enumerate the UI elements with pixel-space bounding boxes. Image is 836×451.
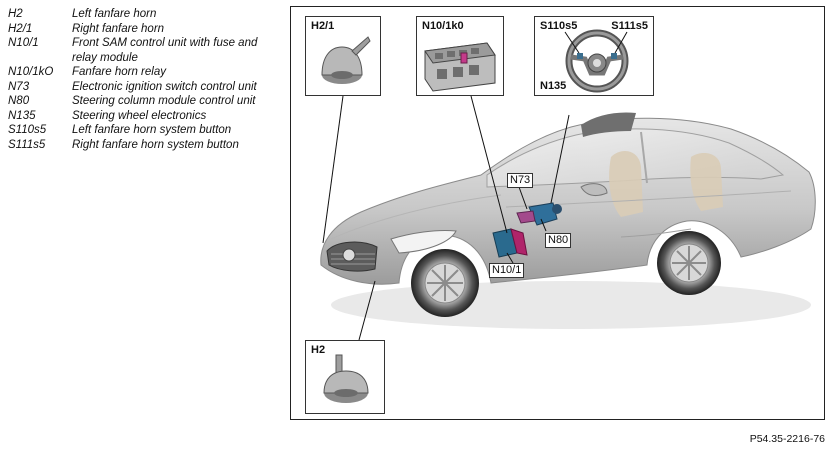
legend-desc: Front SAM control unit with fuse and rel… <box>72 37 258 64</box>
side-mirror <box>580 183 608 196</box>
rear-wheel-spokes <box>672 246 706 280</box>
horn-icon <box>321 36 371 84</box>
legend-item: N73 Electronic ignition switch control un… <box>8 80 283 95</box>
legend-code: N10/1kO <box>8 66 54 78</box>
legend-item: N135 Steering wheel electronics <box>8 109 283 124</box>
legend-desc: Left fanfare horn <box>72 8 157 20</box>
legend-desc: Steering wheel electronics <box>72 109 207 122</box>
hood-crease <box>330 194 502 240</box>
callout-n73: N73 <box>507 173 534 188</box>
legend-item: N10/1kO Fanfare horn relay <box>8 65 283 80</box>
door-line <box>620 228 692 238</box>
ground-shadow <box>331 281 811 329</box>
legend-desc: Steering column module control unit <box>72 95 256 107</box>
legend-code: N135 <box>8 109 36 122</box>
inset-fanfare-horn-relay: N10/1k0 <box>416 16 504 96</box>
inset-steering-wheel: S110s5 S111s5 N135 <box>534 16 654 96</box>
legend-code: N10/1 <box>8 37 39 49</box>
legend-item: S111s5 Right fanfare horn system button <box>8 138 283 153</box>
horn-icon <box>323 354 369 403</box>
legend-item: N10/1 Front SAM control unit with fuse an… <box>8 36 283 65</box>
callout-n101: N10/1 <box>489 263 525 278</box>
inset-label: N135 <box>540 80 567 92</box>
headlight <box>390 230 457 254</box>
legend-code: S111s5 <box>8 138 46 151</box>
inset-label: N10/1k0 <box>422 20 464 32</box>
legend-desc: Right fanfare horn <box>72 22 165 35</box>
b-pillar <box>640 131 648 184</box>
legend-desc: Fanfare horn relay <box>72 66 166 78</box>
legend-code: H2/1 <box>8 22 33 35</box>
legend-desc: Right fanfare horn system button <box>72 138 239 151</box>
inset-label: H2/1 <box>311 20 335 32</box>
legend-code: S110s5 <box>8 124 47 136</box>
legend-code: N80 <box>8 95 30 107</box>
inset-label: H2 <box>311 344 326 356</box>
front-wheel-spokes <box>427 265 463 301</box>
legend-desc: Electronic ignition switch control unit <box>72 80 257 93</box>
legend-item: S110s5 Left fanfare horn system button <box>8 123 283 138</box>
inset-left-fanfare-horn: H2 <box>305 340 385 414</box>
steering-wheel-icon <box>564 29 629 93</box>
figure-reference: P54.35-2216-76 <box>749 433 825 445</box>
legend-item: N80 Steering column module control unit <box>8 94 283 109</box>
leader-lines <box>322 95 570 341</box>
inset-label: S111s5 <box>611 20 648 32</box>
inset-right-fanfare-horn: H2/1 <box>305 16 381 96</box>
legend-item: H2 Left fanfare horn <box>8 7 283 22</box>
relay-module-icon <box>424 42 496 92</box>
legend-code: H2 <box>8 8 23 20</box>
diagram-figure: H2/1 N10/1k0 S110s5 S111s5 N135 <box>290 6 825 420</box>
legend-desc: Left fanfare horn system button <box>72 124 232 136</box>
star-emblem-icon <box>342 248 356 262</box>
n73-component <box>516 210 536 224</box>
callout-n80: N80 <box>545 233 572 248</box>
inset-label: S110s5 <box>540 20 578 32</box>
sunroof <box>581 112 636 137</box>
legend-item: H2/1 Right fanfare horn <box>8 22 283 37</box>
legend-code: N73 <box>8 80 30 93</box>
n101-relay-component <box>510 228 528 256</box>
n135-component <box>552 204 562 214</box>
car-illustration <box>320 95 816 341</box>
